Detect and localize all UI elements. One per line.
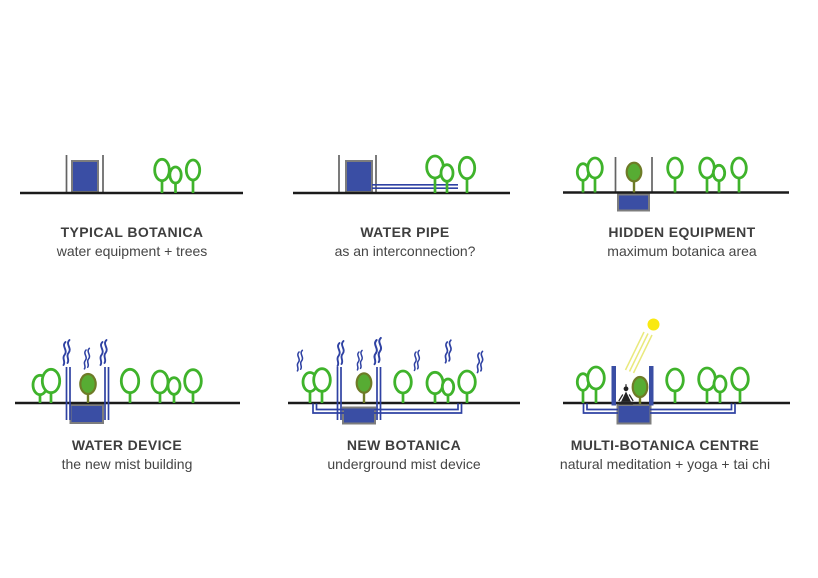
tree-icon (666, 156, 684, 193)
equipment-box-icon (69, 404, 104, 424)
tree-icon (730, 156, 748, 193)
pillar (649, 366, 654, 406)
tree-icon (440, 377, 456, 403)
featured-tree-icon (625, 161, 643, 193)
tree-icon (312, 367, 332, 403)
equipment-box-icon (345, 160, 373, 193)
mist-icon (62, 339, 71, 366)
tree-icon (457, 369, 477, 403)
panel-label-new-botanica: NEW BOTANICA underground mist device (284, 437, 524, 473)
panel-title: NEW BOTANICA (346, 437, 462, 453)
tree-icon (153, 157, 171, 193)
equipment-box-icon (342, 406, 376, 425)
tree-icon (393, 369, 413, 403)
tree-icon (183, 368, 203, 403)
equipment-box-icon (617, 193, 650, 212)
tree-icon (150, 369, 170, 403)
mist-icon (356, 349, 363, 371)
panel-subtitle: as an interconnection? (334, 243, 476, 259)
tree-icon (586, 156, 604, 193)
panel-subtitle: natural meditation + yoga + tai chi (559, 456, 771, 472)
panel-label-water-pipe: WATER PIPE as an interconnection? (285, 224, 525, 260)
mist-pipe-icon (65, 367, 110, 420)
tree-icon (425, 370, 445, 403)
tree-icon (119, 367, 141, 403)
panel-label-water-device: WATER DEVICE the new mist building (7, 437, 247, 473)
equipment-box-icon (71, 160, 99, 193)
new-botanica-scene (288, 336, 520, 425)
underground-pipe-icon (582, 403, 736, 414)
underground-pipe-icon (312, 403, 463, 414)
tree-icon (166, 376, 182, 403)
tree-icon (586, 365, 606, 403)
panel-subtitle: water equipment + trees (56, 243, 208, 259)
mist-icon (413, 349, 421, 372)
typical-botanica-scene (20, 155, 243, 195)
water-pipe-scene (293, 154, 510, 195)
panel-subtitle: the new mist building (61, 456, 193, 472)
tree-icon (439, 163, 455, 193)
panel-title: HIDDEN EQUIPMENT (608, 224, 756, 240)
panel-title: WATER DEVICE (71, 437, 183, 453)
featured-tree-icon (631, 375, 649, 404)
tree-icon (457, 155, 477, 193)
hidden-equipment-scene (563, 156, 789, 212)
panel-title: MULTI-BOTANICA CENTRE (570, 437, 760, 453)
meditating-person-icon (618, 384, 634, 405)
mist-icon (476, 350, 484, 374)
mist-pipe-icon (336, 367, 382, 420)
panel-label-typical-botanica: TYPICAL BOTANICA water equipment + trees (12, 224, 252, 260)
equipment-box-icon (616, 404, 652, 425)
tree-icon (730, 366, 750, 403)
tree-icon (711, 163, 727, 193)
panel-label-hidden-equipment: HIDDEN EQUIPMENT maximum botanica area (562, 224, 802, 260)
tree-icon (425, 154, 445, 193)
tree-icon (168, 165, 183, 193)
featured-tree-icon (79, 372, 97, 403)
tree-icon (665, 367, 685, 403)
mist-icon (373, 336, 383, 366)
panel-subtitle: maximum botanica area (607, 243, 757, 259)
pillar (611, 366, 616, 406)
multi-botanica-centre-scene (563, 318, 790, 425)
water-pipe-icon (372, 183, 458, 190)
mist-icon (83, 347, 91, 370)
mist-icon (336, 340, 345, 367)
tree-icon (184, 158, 202, 193)
water-device-scene (15, 339, 240, 424)
sun-icon (624, 318, 660, 374)
mist-icon (296, 349, 304, 372)
mist-icon (99, 339, 108, 366)
panel-subtitle: underground mist device (327, 456, 481, 472)
panel-title: TYPICAL BOTANICA (60, 224, 204, 240)
panel-title: WATER PIPE (360, 224, 450, 240)
featured-tree-icon (355, 372, 373, 403)
tree-icon (712, 374, 728, 403)
panel-label-multi-botanica-centre: MULTI-BOTANICA CENTRE natural meditation… (535, 437, 795, 473)
tree-icon (40, 367, 62, 403)
mist-icon (444, 339, 452, 364)
